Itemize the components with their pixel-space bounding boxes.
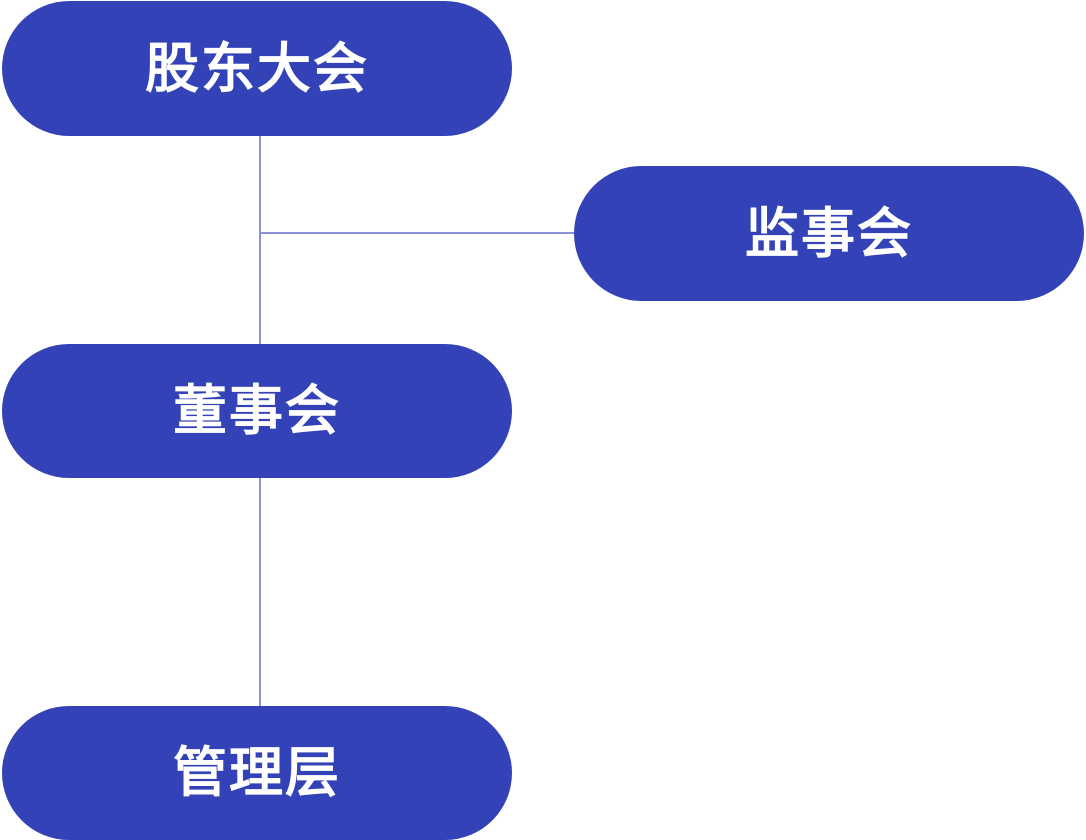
node-supervisory-board: 监事会	[574, 166, 1084, 301]
connector-to-supervisory-board	[260, 232, 574, 234]
node-label: 监事会	[745, 201, 913, 265]
node-shareholders-meeting: 股东大会	[2, 1, 512, 136]
node-management: 管理层	[2, 706, 512, 840]
connector-board-management	[259, 478, 261, 706]
node-board-of-directors: 董事会	[2, 344, 512, 478]
connector-shareholders-board	[259, 136, 261, 344]
node-label: 管理层	[173, 741, 341, 804]
node-label: 股东大会	[145, 36, 369, 100]
node-label: 董事会	[173, 379, 341, 442]
